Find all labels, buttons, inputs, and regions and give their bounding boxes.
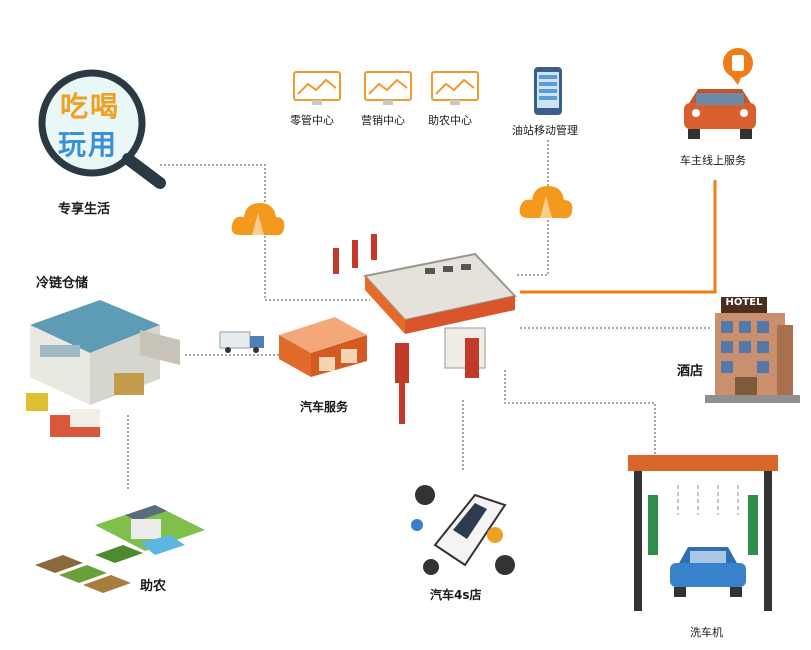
farm-icon [35, 505, 205, 593]
label-car-4s: 汽车4s店 [430, 588, 482, 602]
connector-carwash [504, 370, 656, 455]
connector-mobile-station [515, 140, 549, 276]
garage-icon [279, 317, 367, 377]
warehouse-icon [26, 300, 180, 437]
life-logo: 吃喝 玩用 [30, 65, 180, 195]
magnifier-icon [38, 69, 166, 189]
car-4s-icon [411, 485, 515, 575]
label-retail-center: 零管中心 [290, 114, 334, 127]
car-owner-icon [684, 48, 756, 139]
logo-line1: 吃喝 [60, 90, 121, 123]
agri-center: 助农中心 [428, 70, 482, 127]
hotel-sign: HOTEL [725, 297, 763, 308]
logo-line2: 玩用 [58, 128, 119, 161]
monitor-chart-icon [431, 71, 479, 105]
gas-station-icon [333, 234, 517, 424]
retail-center: 零管中心 [290, 70, 344, 127]
cloud-icon [519, 186, 573, 219]
truck-icon [219, 331, 264, 353]
label-owner-online: 车主线上服务 [680, 154, 746, 167]
label-car-wash: 洗车机 [690, 626, 723, 639]
car-wash-icon [628, 455, 778, 611]
label-cold-chain: 冷链仓储 [36, 276, 89, 291]
hotel-icon [705, 297, 800, 403]
label-car-service: 汽车服务 [300, 400, 349, 414]
phone-icon [534, 67, 562, 115]
label-hotel: 酒店 [677, 364, 704, 379]
label-station-mobile: 油站移动管理 [512, 124, 578, 137]
label-marketing-center: 营销中心 [361, 114, 405, 127]
label-exclusive-life: 专享生活 [58, 202, 111, 217]
monitor-chart-icon [293, 71, 341, 105]
label-agri-center: 助农中心 [428, 114, 472, 127]
cloud-icon [231, 203, 285, 236]
marketing-center: 营销中心 [361, 70, 415, 127]
monitor-chart-icon [364, 71, 412, 105]
label-agriculture: 助农 [140, 579, 167, 594]
connector-owner-station [520, 180, 717, 294]
